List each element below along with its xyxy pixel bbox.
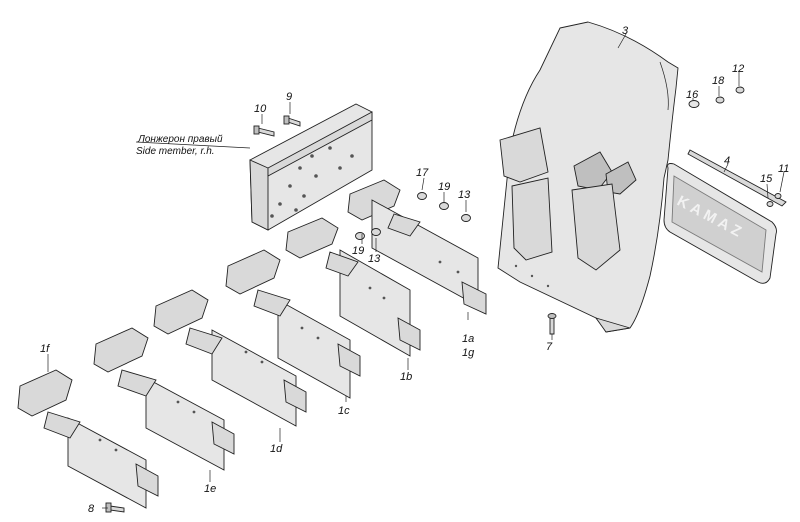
callout-13b: 13 xyxy=(368,253,381,265)
callout-4: 4 xyxy=(724,155,730,167)
callout-3: 3 xyxy=(622,25,629,37)
callout-18: 18 xyxy=(712,75,725,87)
callout-1g: 1g xyxy=(462,347,475,359)
callout-10: 10 xyxy=(254,103,267,115)
side-member-caption-en: Side member, r.h. xyxy=(136,146,215,157)
fender-part-3 xyxy=(497,21,679,333)
bolt-8 xyxy=(105,502,125,513)
callout-19b: 19 xyxy=(352,245,364,257)
mudflap: KAMAZ xyxy=(663,149,787,284)
callout-12: 12 xyxy=(732,63,744,75)
bracket-assembly-1d xyxy=(153,289,307,427)
callout-15: 15 xyxy=(760,173,773,185)
mudflap-hardware xyxy=(688,86,782,207)
bracket-assembly-1a-1g xyxy=(347,179,487,315)
bolt-7 xyxy=(547,313,557,335)
callout-1a: 1a xyxy=(462,333,474,345)
callout-17: 17 xyxy=(416,167,429,179)
side-member-caption-ru: Лонжерон правый xyxy=(137,134,223,145)
callout-9: 9 xyxy=(286,91,292,103)
callout-19a: 19 xyxy=(438,181,450,193)
callout-13a: 13 xyxy=(458,189,471,201)
bracket-assembly-1f xyxy=(17,369,159,509)
leader-lines xyxy=(47,33,785,509)
callout-1e: 1e xyxy=(204,483,216,495)
callout-1c: 1c xyxy=(338,405,350,417)
side-member xyxy=(249,103,373,231)
callout-16: 16 xyxy=(686,89,699,101)
callout-1b: 1b xyxy=(400,371,412,383)
callout-11: 11 xyxy=(778,163,789,175)
bracket-assembly-1c xyxy=(225,249,361,399)
nuts-washers xyxy=(355,192,471,240)
callout-1f: 1f xyxy=(40,343,50,355)
bracket-assembly-1b xyxy=(285,217,421,357)
callout-8: 8 xyxy=(88,503,95,515)
bracket-assembly-1e xyxy=(93,327,235,471)
callout-7: 7 xyxy=(546,341,553,353)
callout-1d: 1d xyxy=(270,443,283,455)
bolts-10-9 xyxy=(253,115,301,137)
